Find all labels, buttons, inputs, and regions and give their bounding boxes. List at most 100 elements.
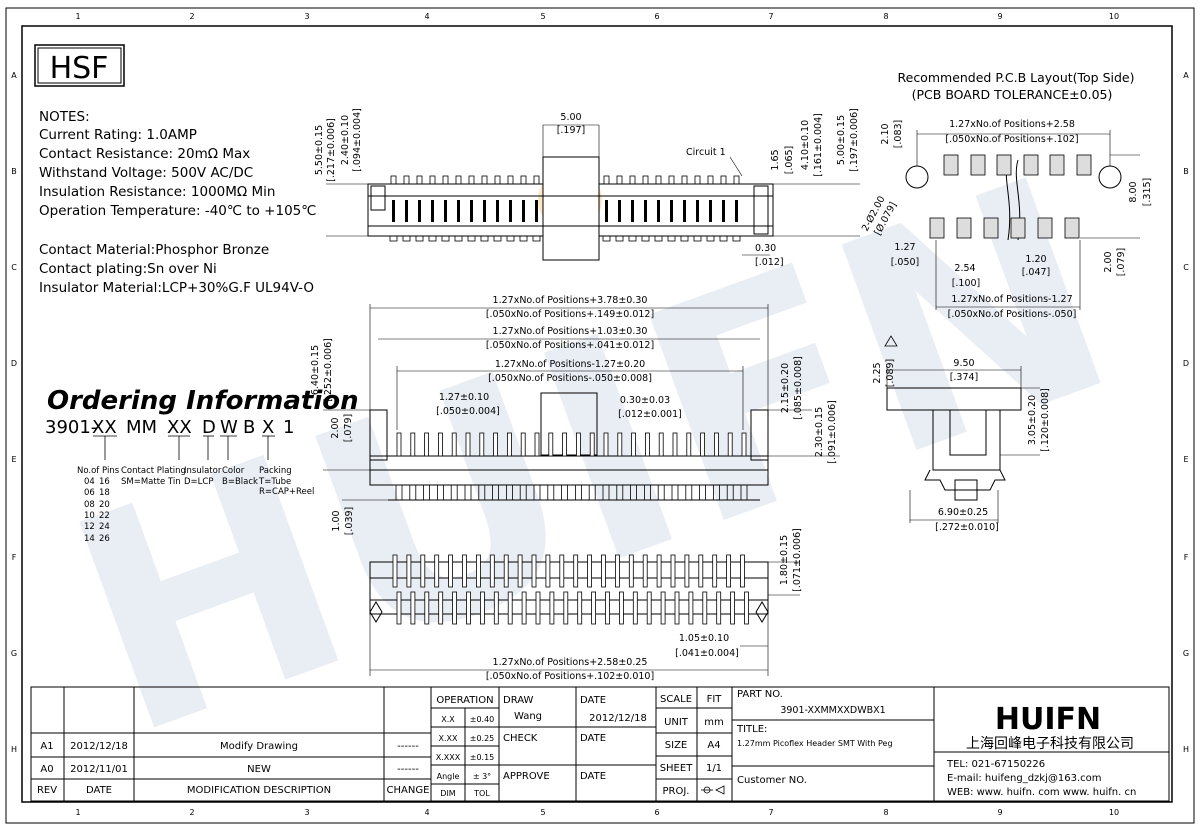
tol-label-cell: TOL [473, 789, 490, 798]
pin-slot [457, 200, 460, 222]
row-label: B [11, 167, 17, 176]
pin-foot [454, 235, 463, 242]
dim-label: 6.90±0.25 [938, 507, 988, 518]
pin-slot [631, 200, 634, 222]
pin-slot [696, 200, 699, 222]
row-label: B [1183, 167, 1189, 176]
bottom-pin [688, 591, 694, 625]
bottom-pin [587, 554, 592, 588]
material-line: Contact Material:Phosphor Bronze [39, 242, 269, 258]
bottom-pin [660, 591, 666, 625]
dim-label: 1.27xNo.of Positions-1.27±0.20 [495, 359, 645, 370]
tol-key: Angle [437, 772, 460, 781]
row-label: C [1183, 263, 1189, 272]
pin-foot [428, 235, 437, 242]
desc-cell: NEW [247, 764, 271, 775]
code-part: W [220, 417, 238, 438]
pin-top [616, 175, 623, 185]
pin-foot [467, 235, 476, 242]
title-label: TITLE: [736, 724, 767, 735]
tol-value: ±0.40 [470, 715, 495, 724]
bottom-pin [448, 554, 454, 588]
pin-top [603, 175, 610, 185]
rev-cell: A1 [40, 741, 53, 752]
row-label: F [12, 553, 17, 562]
col-label: 9 [997, 12, 1002, 21]
col-label: 8 [883, 12, 888, 21]
company-name: 上海回峰电子科技有限公司 [966, 736, 1134, 752]
packing-value: T=Tube [258, 477, 291, 487]
pin-foot [389, 235, 398, 242]
date-label: DATE [580, 695, 606, 706]
col-label: 10 [1109, 12, 1119, 21]
size-value: A4 [707, 740, 720, 751]
pin-slot [444, 200, 447, 222]
dim-label: [.047] [1022, 267, 1051, 278]
rev-cell: A0 [40, 764, 53, 775]
bottom-pin [605, 591, 610, 625]
bottom-pin [712, 554, 718, 588]
company-web: WEB: www. huifn. com www. huifn. cn [947, 787, 1136, 798]
pin-top [442, 175, 449, 185]
pins-value: 26 [99, 534, 110, 544]
date-label: DATE [580, 771, 606, 782]
pcb-pad [1076, 154, 1092, 176]
bottom-pin [493, 591, 499, 625]
pin-slot [683, 200, 686, 222]
pin-slot [392, 200, 395, 222]
bottom-pin [628, 554, 634, 588]
tol-key: X.XXX [436, 753, 461, 762]
dim-label: [.100] [952, 278, 981, 289]
rev-header: REV [37, 785, 57, 796]
pin-foot [719, 235, 728, 242]
notes-title: NOTES: [39, 109, 90, 125]
change-cell: ------ [397, 764, 419, 775]
dim-label: 9.50 [953, 358, 974, 369]
unit-value: mm [704, 717, 723, 728]
bottom-pin [632, 591, 638, 625]
dim-label: 1.27xNo.of Positions+3.78±0.30 [493, 295, 648, 306]
bottom-pin [744, 591, 749, 625]
dim-label: [.252±0.006] [323, 338, 334, 402]
bottom-pin [452, 591, 458, 625]
bottom-pin [434, 554, 440, 588]
projection-symbol-icon [701, 785, 725, 795]
bottom-pin [545, 554, 551, 588]
pin-slot [722, 200, 725, 222]
pin-top [403, 175, 410, 185]
pcb-layout-subtitle: (PCB BOARD TOLERANCE±0.05) [912, 87, 1113, 102]
bottom-pin [740, 554, 745, 588]
col-label: 4 [424, 12, 429, 21]
pin-foot [667, 235, 676, 242]
row-label: G [11, 649, 17, 658]
contact-pin [700, 432, 705, 457]
pcb-pads [929, 154, 1092, 239]
pcb-pad [996, 154, 1012, 176]
pins-value: 22 [99, 511, 110, 521]
pcb-pad [1023, 154, 1039, 176]
material-line: Contact plating:Sn over Ni [39, 261, 217, 277]
dim-label: [.050xNo.of Positions+.102] [945, 134, 1078, 145]
pins-value: 16 [99, 477, 110, 487]
dim-label: 8.00 [1128, 181, 1139, 202]
zone-row-labels: A B C D E F G H A B C D E F G H [11, 71, 1189, 754]
pin-slot [522, 200, 525, 222]
dim-label: 6.40±0.15 [310, 345, 321, 395]
bottom-pin [503, 554, 509, 588]
tol-key: X.X [441, 715, 455, 724]
contact-pin [396, 432, 402, 457]
dim-label: 5.50±0.15 [314, 125, 325, 175]
pin-slot [605, 200, 608, 222]
pins-value: 18 [99, 488, 110, 498]
tol-key: X.XX [439, 734, 459, 743]
dim-label: 4.10±0.10 [800, 120, 811, 170]
dim-label: 1.27±0.10 [439, 392, 489, 403]
proj-label: PROJ. [663, 786, 690, 797]
row-label: E [1183, 455, 1188, 464]
contact-tail [588, 484, 596, 501]
col-label: 1 [75, 12, 80, 21]
pin-top [533, 175, 540, 185]
bottom-view: 1.80±0.15 [.071±0.006] 1.05±0.10 [.041±0… [369, 528, 803, 682]
contact-tail [644, 484, 651, 501]
contact-pin [410, 432, 416, 457]
